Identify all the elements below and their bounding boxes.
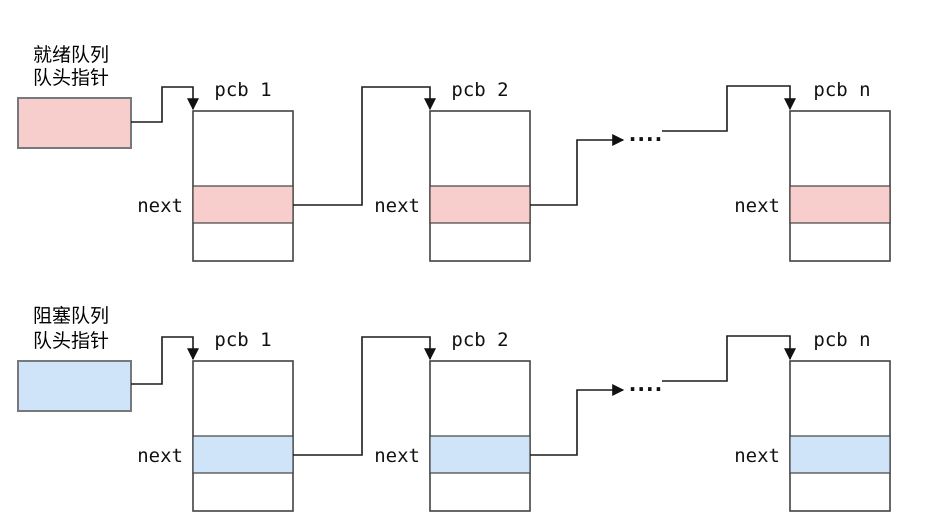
ready-queue-label-line2: 队头指针 bbox=[33, 67, 109, 89]
arrow-head-to-pcb1 bbox=[131, 336, 199, 385]
arrow-ellipsis-to-pcbn bbox=[662, 85, 796, 132]
pcbn-next-field bbox=[789, 185, 891, 224]
pcb1-title: pcb 1 bbox=[214, 329, 271, 351]
ready-queue-row: 就绪队列 队头指针 pcb 1 next pcb 2 next .... bbox=[17, 44, 891, 262]
arrow-pcb2-to-ellipsis bbox=[530, 384, 625, 456]
pcb2-title: pcb 2 bbox=[451, 329, 508, 351]
pcb-node-2: pcb 2 next bbox=[374, 329, 531, 512]
ellipsis: .... bbox=[629, 372, 663, 396]
arrow-pcb1-to-pcb2 bbox=[293, 336, 436, 456]
pcb1-next-field bbox=[192, 185, 294, 224]
blocked-queue-label-line2: 队头指针 bbox=[33, 330, 109, 352]
pcbn-next-label: next bbox=[734, 195, 780, 217]
pcb-node-2: pcb 2 next bbox=[374, 79, 531, 262]
blocked-queue-row: 阻塞队列 队头指针 pcb 1 next pcb 2 next .... bbox=[17, 305, 891, 512]
arrow-pcb1-to-pcb2 bbox=[293, 86, 436, 206]
pcb-node-1: pcb 1 next bbox=[137, 79, 294, 262]
pcbn-next-field bbox=[789, 435, 891, 474]
pcb1-title: pcb 1 bbox=[214, 79, 271, 101]
ready-queue-label-line1: 就绪队列 bbox=[33, 44, 109, 66]
pcb2-next-field bbox=[429, 435, 531, 474]
pcb2-next-label: next bbox=[374, 445, 420, 467]
pcbn-title: pcb n bbox=[813, 329, 870, 351]
arrow-pcb2-to-ellipsis bbox=[530, 134, 625, 206]
pcb-node-n: pcb n next bbox=[734, 329, 891, 512]
ellipsis: .... bbox=[629, 122, 663, 146]
pcb1-next-label: next bbox=[137, 445, 183, 467]
pcbn-next-label: next bbox=[734, 445, 780, 467]
pcb-node-1: pcb 1 next bbox=[137, 329, 294, 512]
pcbn-title: pcb n bbox=[813, 79, 870, 101]
pcb2-next-label: next bbox=[374, 195, 420, 217]
pcb2-title: pcb 2 bbox=[451, 79, 508, 101]
blocked-queue-head-pointer-box bbox=[17, 360, 132, 412]
pcb-node-n: pcb n next bbox=[734, 79, 891, 262]
pcb2-next-field bbox=[429, 185, 531, 224]
pcb1-next-label: next bbox=[137, 195, 183, 217]
arrow-ellipsis-to-pcbn bbox=[662, 335, 796, 382]
blocked-queue-label-line1: 阻塞队列 bbox=[33, 305, 109, 327]
pcb1-next-field bbox=[192, 435, 294, 474]
arrow-head-to-pcb1 bbox=[131, 86, 199, 123]
ready-queue-head-pointer-box bbox=[17, 97, 132, 149]
